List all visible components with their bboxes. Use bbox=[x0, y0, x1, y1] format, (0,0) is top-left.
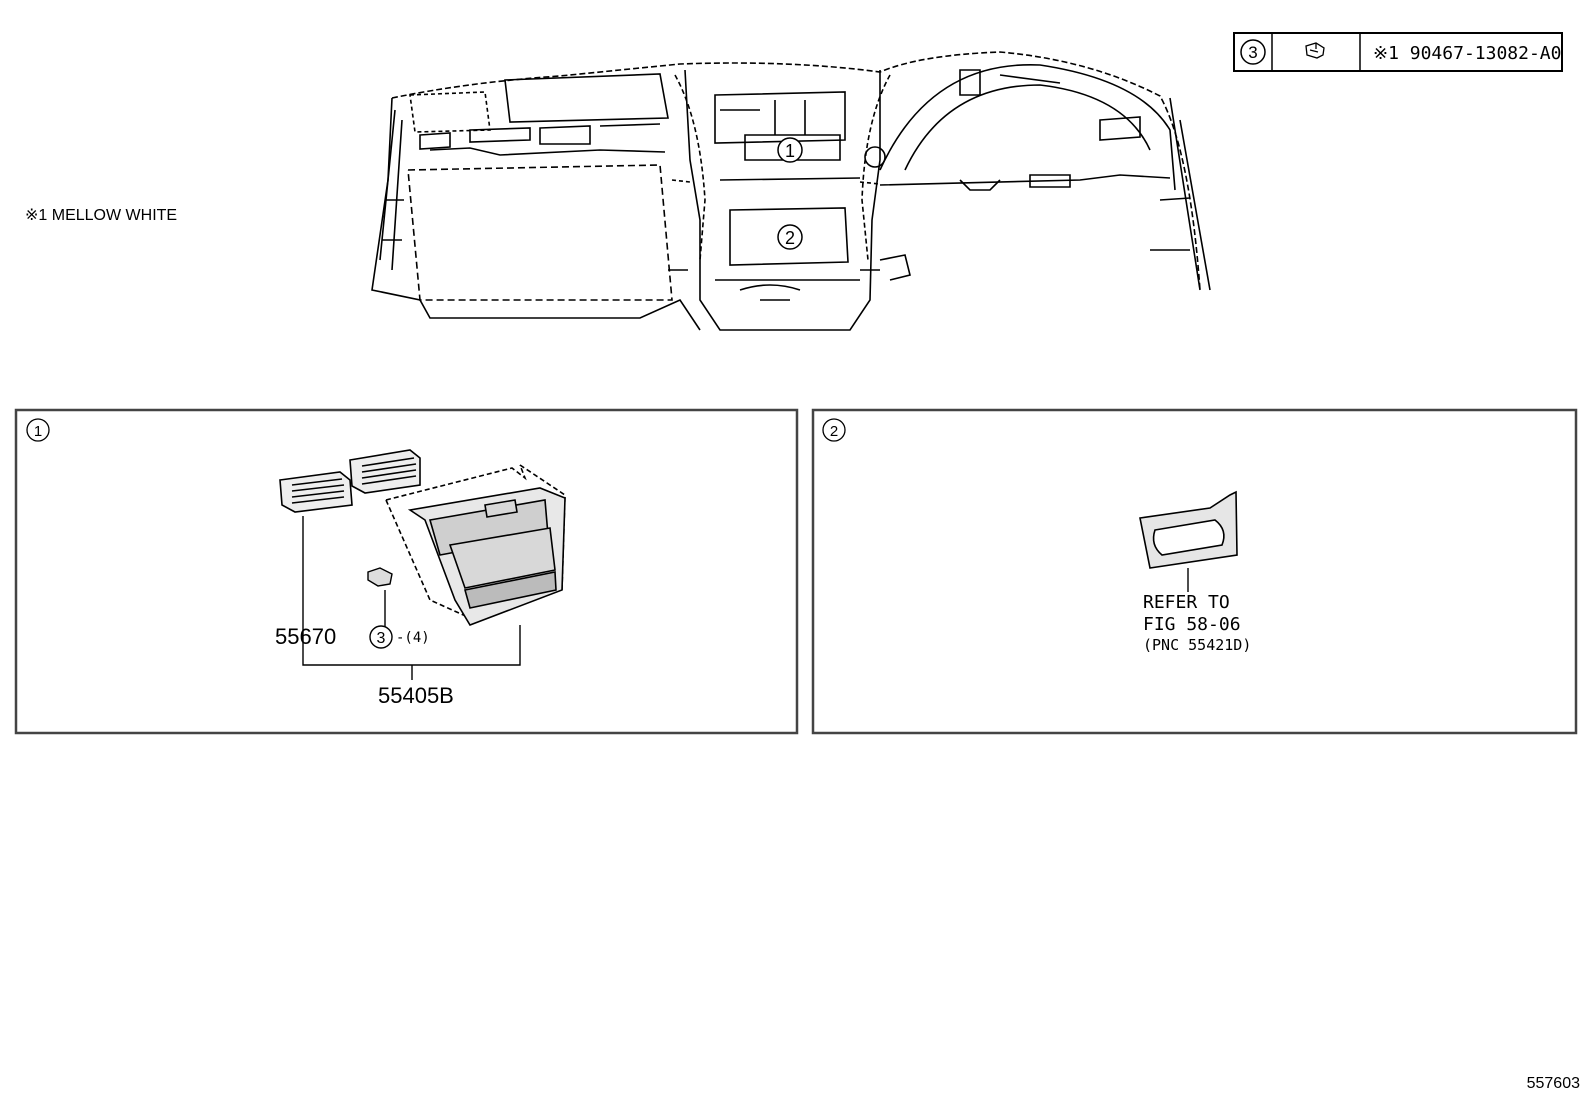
figure-id: 557603 bbox=[1527, 1075, 1580, 1092]
leader-lines-panel-1 bbox=[302, 516, 521, 680]
part-number-vent: 55670 bbox=[275, 624, 336, 649]
legend-part-code: ※1 90467-13082-A0 bbox=[1373, 43, 1561, 64]
legend-callout-circle bbox=[1240, 39, 1266, 65]
legend-table: 3 ※1 90467-13082-A0 bbox=[1233, 32, 1563, 72]
clip-icon bbox=[1305, 42, 1325, 59]
detail-panel-2: 2 REFER TO FIG 58-06 (PNC 55421D) bbox=[811, 408, 1578, 735]
refer-line-3: (PNC 55421D) bbox=[1143, 636, 1251, 654]
overview-callout-1-label: 1 bbox=[785, 141, 795, 161]
panel-2-badge-circle bbox=[822, 418, 846, 442]
panel-1-clip-callout: 3 bbox=[377, 630, 386, 647]
panel-2-badge: 2 bbox=[830, 423, 838, 440]
panel-1-clip-callout-circle bbox=[369, 625, 393, 649]
part-number-assembly: 55405B bbox=[378, 683, 454, 708]
panel-1-badge: 1 bbox=[34, 423, 42, 440]
color-note: ※1 MELLOW WHITE bbox=[25, 207, 177, 224]
part-qty-clip: -(4) bbox=[396, 630, 430, 646]
refer-line-2: FIG 58-06 bbox=[1143, 614, 1241, 635]
overview-callout-2-label: 2 bbox=[785, 228, 795, 248]
overview-callout-1: 1 bbox=[777, 137, 803, 163]
center-panel-assembly-icon bbox=[385, 464, 566, 626]
clip-part-icon bbox=[367, 567, 393, 587]
legend-callout-number: 3 bbox=[1248, 43, 1257, 62]
air-vent-icon bbox=[279, 449, 421, 513]
dashboard-overview bbox=[371, 51, 1211, 331]
trim-panel-icon bbox=[1139, 490, 1238, 569]
panel-1-badge-circle bbox=[26, 418, 50, 442]
overview-callout-2: 2 bbox=[777, 224, 803, 250]
detail-panel-1: 1 55670 3 -(4) bbox=[14, 408, 799, 735]
refer-line-1: REFER TO bbox=[1143, 592, 1230, 613]
